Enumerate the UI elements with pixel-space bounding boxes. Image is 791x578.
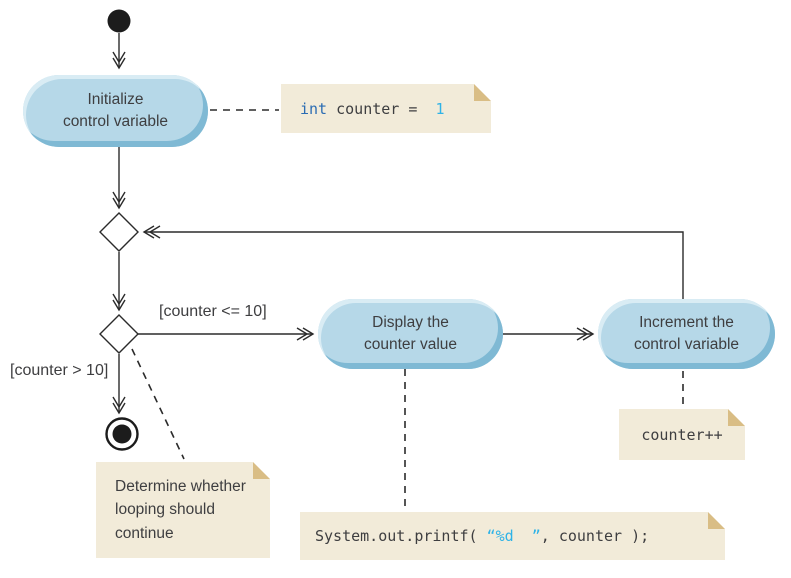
guard-label-exit: [counter > 10]	[10, 362, 109, 379]
code-string-literal: “%d ”	[486, 527, 541, 545]
action-increment-control-variable: Increment the control variable	[598, 299, 775, 369]
note-text: Determine whether looping should continu…	[115, 478, 246, 542]
note-determine-looping: Determine whether looping should continu…	[96, 462, 270, 558]
code-init-counter: int counter = 1	[300, 100, 445, 118]
action-label: Display the counter value	[363, 314, 458, 353]
code-literal: 1	[435, 99, 445, 118]
guard-label-loop: [counter <= 10]	[159, 303, 267, 320]
merge-diamond	[99, 212, 139, 252]
decision-diamond	[99, 314, 139, 354]
note-init-code: int counter = 1	[281, 84, 491, 133]
action-initialize-control-variable: Initialize control variable	[23, 75, 208, 147]
code-plain: System.out.printf(	[315, 527, 487, 545]
note-print-code: System.out.printf( “%d ”, counter );	[300, 512, 725, 560]
initial-node	[107, 9, 131, 33]
edge-increment-loop-to-merge	[142, 225, 684, 299]
action-label: Initialize control variable	[62, 91, 169, 130]
activity-final-node	[105, 417, 139, 451]
code-counter-increment: counter++	[641, 425, 723, 444]
code-plain: counter =	[327, 99, 436, 118]
action-display-counter-value: Display the counter value	[318, 299, 503, 369]
action-label: Increment the control variable	[633, 314, 740, 353]
note-increment-code: counter++	[619, 409, 745, 460]
connector-decision-to-note	[131, 348, 185, 460]
code-plain: , counter );	[540, 527, 650, 545]
code-printf: System.out.printf( “%d ”, counter );	[315, 527, 649, 545]
code-keyword: int	[300, 99, 328, 118]
